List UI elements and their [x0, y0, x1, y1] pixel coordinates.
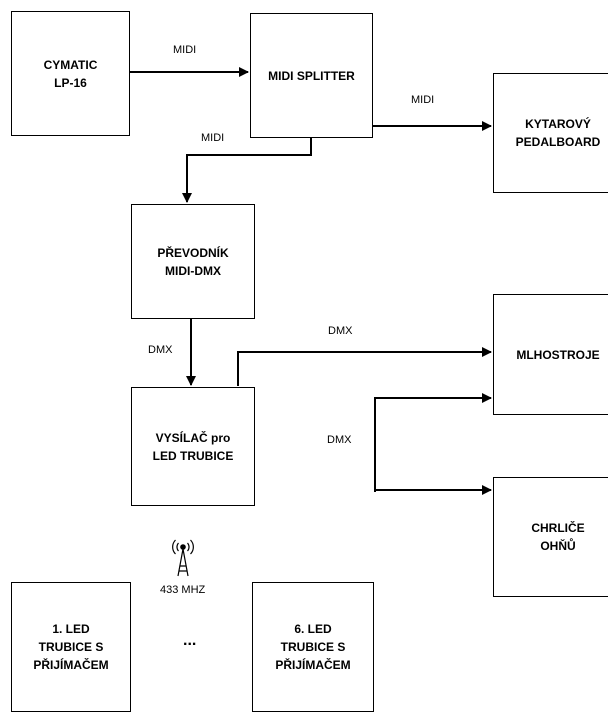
arrow-splitter-to-prevodnik: [182, 138, 312, 203]
node-prevodnik: PŘEVODNÍK MIDI-DMX: [131, 204, 255, 319]
edge-label-midi-2: MIDI: [411, 94, 435, 106]
edge-label-dmx-2: DMX: [328, 325, 353, 337]
node-cymatic: CYMATIC LP-16: [11, 11, 130, 136]
node-mlhostroje: MLHOSTROJE: [493, 294, 608, 415]
edge-label-midi-1: MIDI: [173, 44, 197, 56]
node-vysilac-label: VYSÍLAČ pro LED TRUBICE: [152, 430, 234, 463]
edge-label-dmx-3: DMX: [327, 434, 352, 446]
edge-label-dmx-1: DMX: [148, 344, 173, 356]
node-vysilac: VYSÍLAČ pro LED TRUBICE: [131, 387, 255, 506]
node-pedalboard: KYTAROVÝ PEDALBOARD: [493, 73, 608, 193]
arrow-dmx-to-mlhostroje: [374, 393, 492, 492]
node-cymatic-label: CYMATIC LP-16: [43, 57, 98, 90]
node-chrlice-label: CHRLIČE OHŇŮ: [531, 521, 585, 553]
node-led-1-label: 1. LED TRUBICE S PŘIJÍMAČEM: [33, 622, 109, 672]
node-chrlice: CHRLIČE OHŇŮ: [493, 477, 608, 597]
node-led-6-label: 6. LED TRUBICE S PŘIJÍMAČEM: [275, 622, 351, 672]
node-led-1: 1. LED TRUBICE S PŘIJÍMAČEM: [11, 582, 131, 712]
antenna-icon: [172, 539, 194, 577]
node-pedalboard-label: KYTAROVÝ PEDALBOARD: [515, 117, 601, 149]
edge-label-midi-3: MIDI: [201, 132, 225, 144]
node-led-6: 6. LED TRUBICE S PŘIJÍMAČEM: [252, 582, 374, 712]
wireless-frequency-label: 433 MHZ: [160, 584, 206, 596]
arrow-vysilac-to-mlhostroje: [237, 347, 492, 386]
node-midi-splitter: MIDI SPLITTER: [250, 13, 373, 138]
node-midi-splitter-label: MIDI SPLITTER: [268, 68, 355, 83]
node-mlhostroje-label: MLHOSTROJE: [516, 347, 600, 362]
node-prevodnik-label: PŘEVODNÍK MIDI-DMX: [157, 245, 229, 278]
ellipsis-more-tubes: ...: [183, 632, 197, 649]
